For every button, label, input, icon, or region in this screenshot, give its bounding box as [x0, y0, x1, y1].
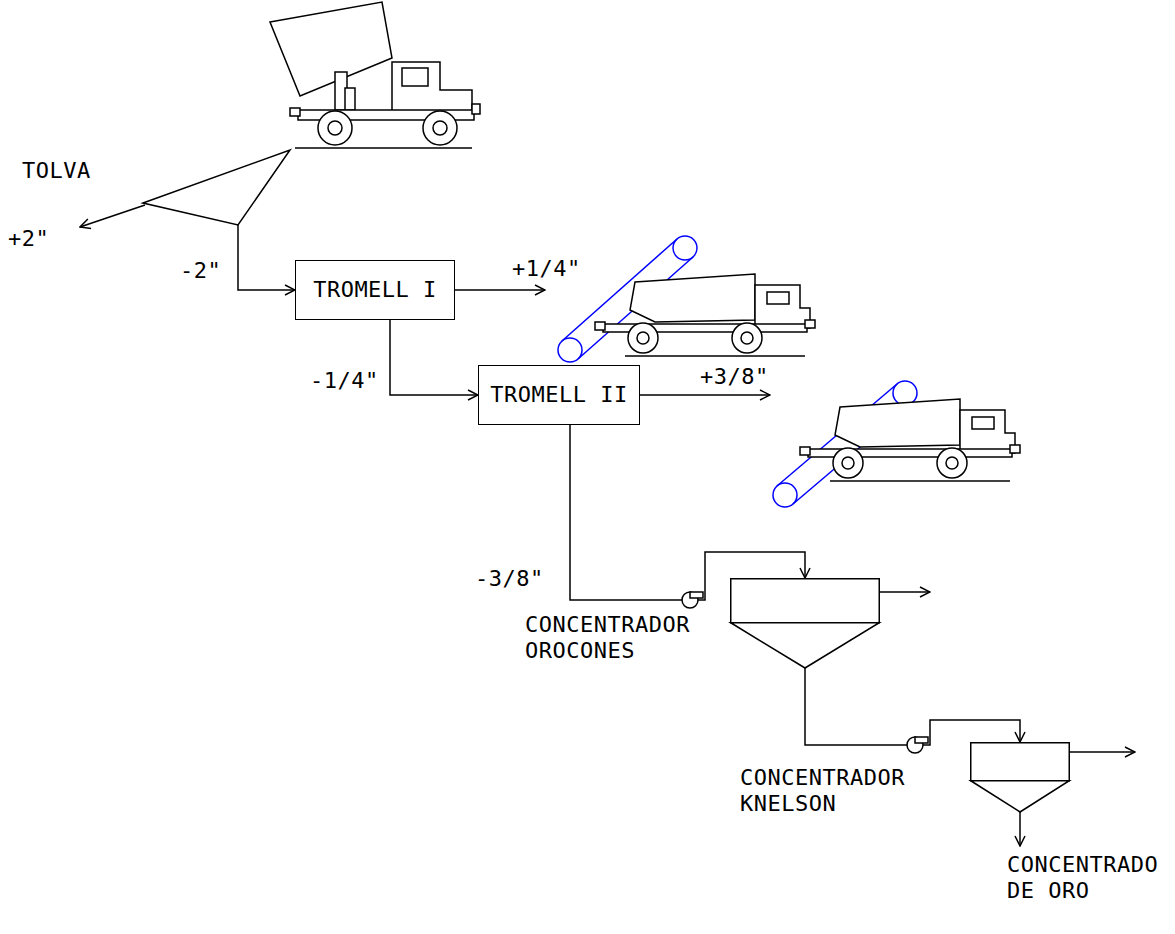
tailings-arrow: [1070, 751, 1135, 753]
pump-symbol: [915, 737, 928, 743]
haul-truck: [800, 399, 1020, 481]
hopper: TOLVA: [143, 150, 290, 225]
dump-truck: [472, 104, 480, 114]
trommel-box: TROMELL I: [295, 260, 455, 320]
cone-outline: [731, 623, 880, 668]
trommel-box: TROMELL II: [478, 365, 640, 425]
cone-outline: [971, 781, 1070, 812]
process-label: TROMELL I: [313, 277, 437, 303]
tank-outline: [970, 742, 1070, 812]
size-fraction: +3/8": [700, 364, 769, 390]
size-fraction: +1/4": [512, 256, 581, 282]
oversize-arrow: [630, 394, 770, 396]
dump-truck: [345, 88, 355, 110]
process-label: TROMELL II: [490, 382, 627, 408]
equipment-name: TOLVA: [22, 158, 169, 184]
pump-symbol: [907, 737, 928, 753]
dump-truck: [402, 68, 428, 86]
pump-symbol: [690, 592, 703, 598]
dump-truck: [290, 108, 300, 116]
concentrator-tank: CONCENTRADOR KNELSON: [970, 742, 1070, 812]
flow-line: [805, 668, 1020, 745]
tank-outline: [730, 578, 880, 668]
product-label: CONCENTRADO DE ORO: [1007, 852, 1167, 904]
haul-truck: [595, 274, 815, 356]
pump-symbol: [682, 592, 703, 608]
equipment-name: CONCENTRADOR OROCONES: [525, 612, 720, 664]
dump-truck: [295, 147, 472, 149]
size-fraction: -2": [180, 258, 221, 284]
size-fraction: -1/4": [310, 368, 379, 394]
dump-truck: [433, 121, 447, 135]
tailings-arrow: [880, 591, 930, 593]
hopper-outline: [143, 150, 290, 225]
concentrator-tank: CONCENTRADOR OROCONES: [730, 578, 880, 668]
dump-truck: [270, 2, 480, 148]
tank-outline: [971, 743, 1070, 781]
equipment-name: CONCENTRADOR KNELSON: [740, 765, 935, 817]
flow-line: [390, 320, 478, 395]
oversize-arrow: [455, 289, 545, 291]
size-fraction: -3/8": [475, 566, 544, 592]
size-fraction: +2": [8, 226, 49, 252]
tank-outline: [731, 579, 880, 623]
hopper-outline: [143, 150, 290, 225]
dump-truck: [423, 111, 457, 145]
dump-truck: [270, 2, 392, 96]
dump-truck: [328, 121, 342, 135]
concentrate-arrow: [1019, 812, 1021, 846]
connectors: [238, 225, 1020, 745]
flow-line: [238, 225, 295, 290]
dump-truck: [318, 111, 352, 145]
reject-arrow: [80, 205, 145, 227]
flow-line: [570, 425, 805, 600]
